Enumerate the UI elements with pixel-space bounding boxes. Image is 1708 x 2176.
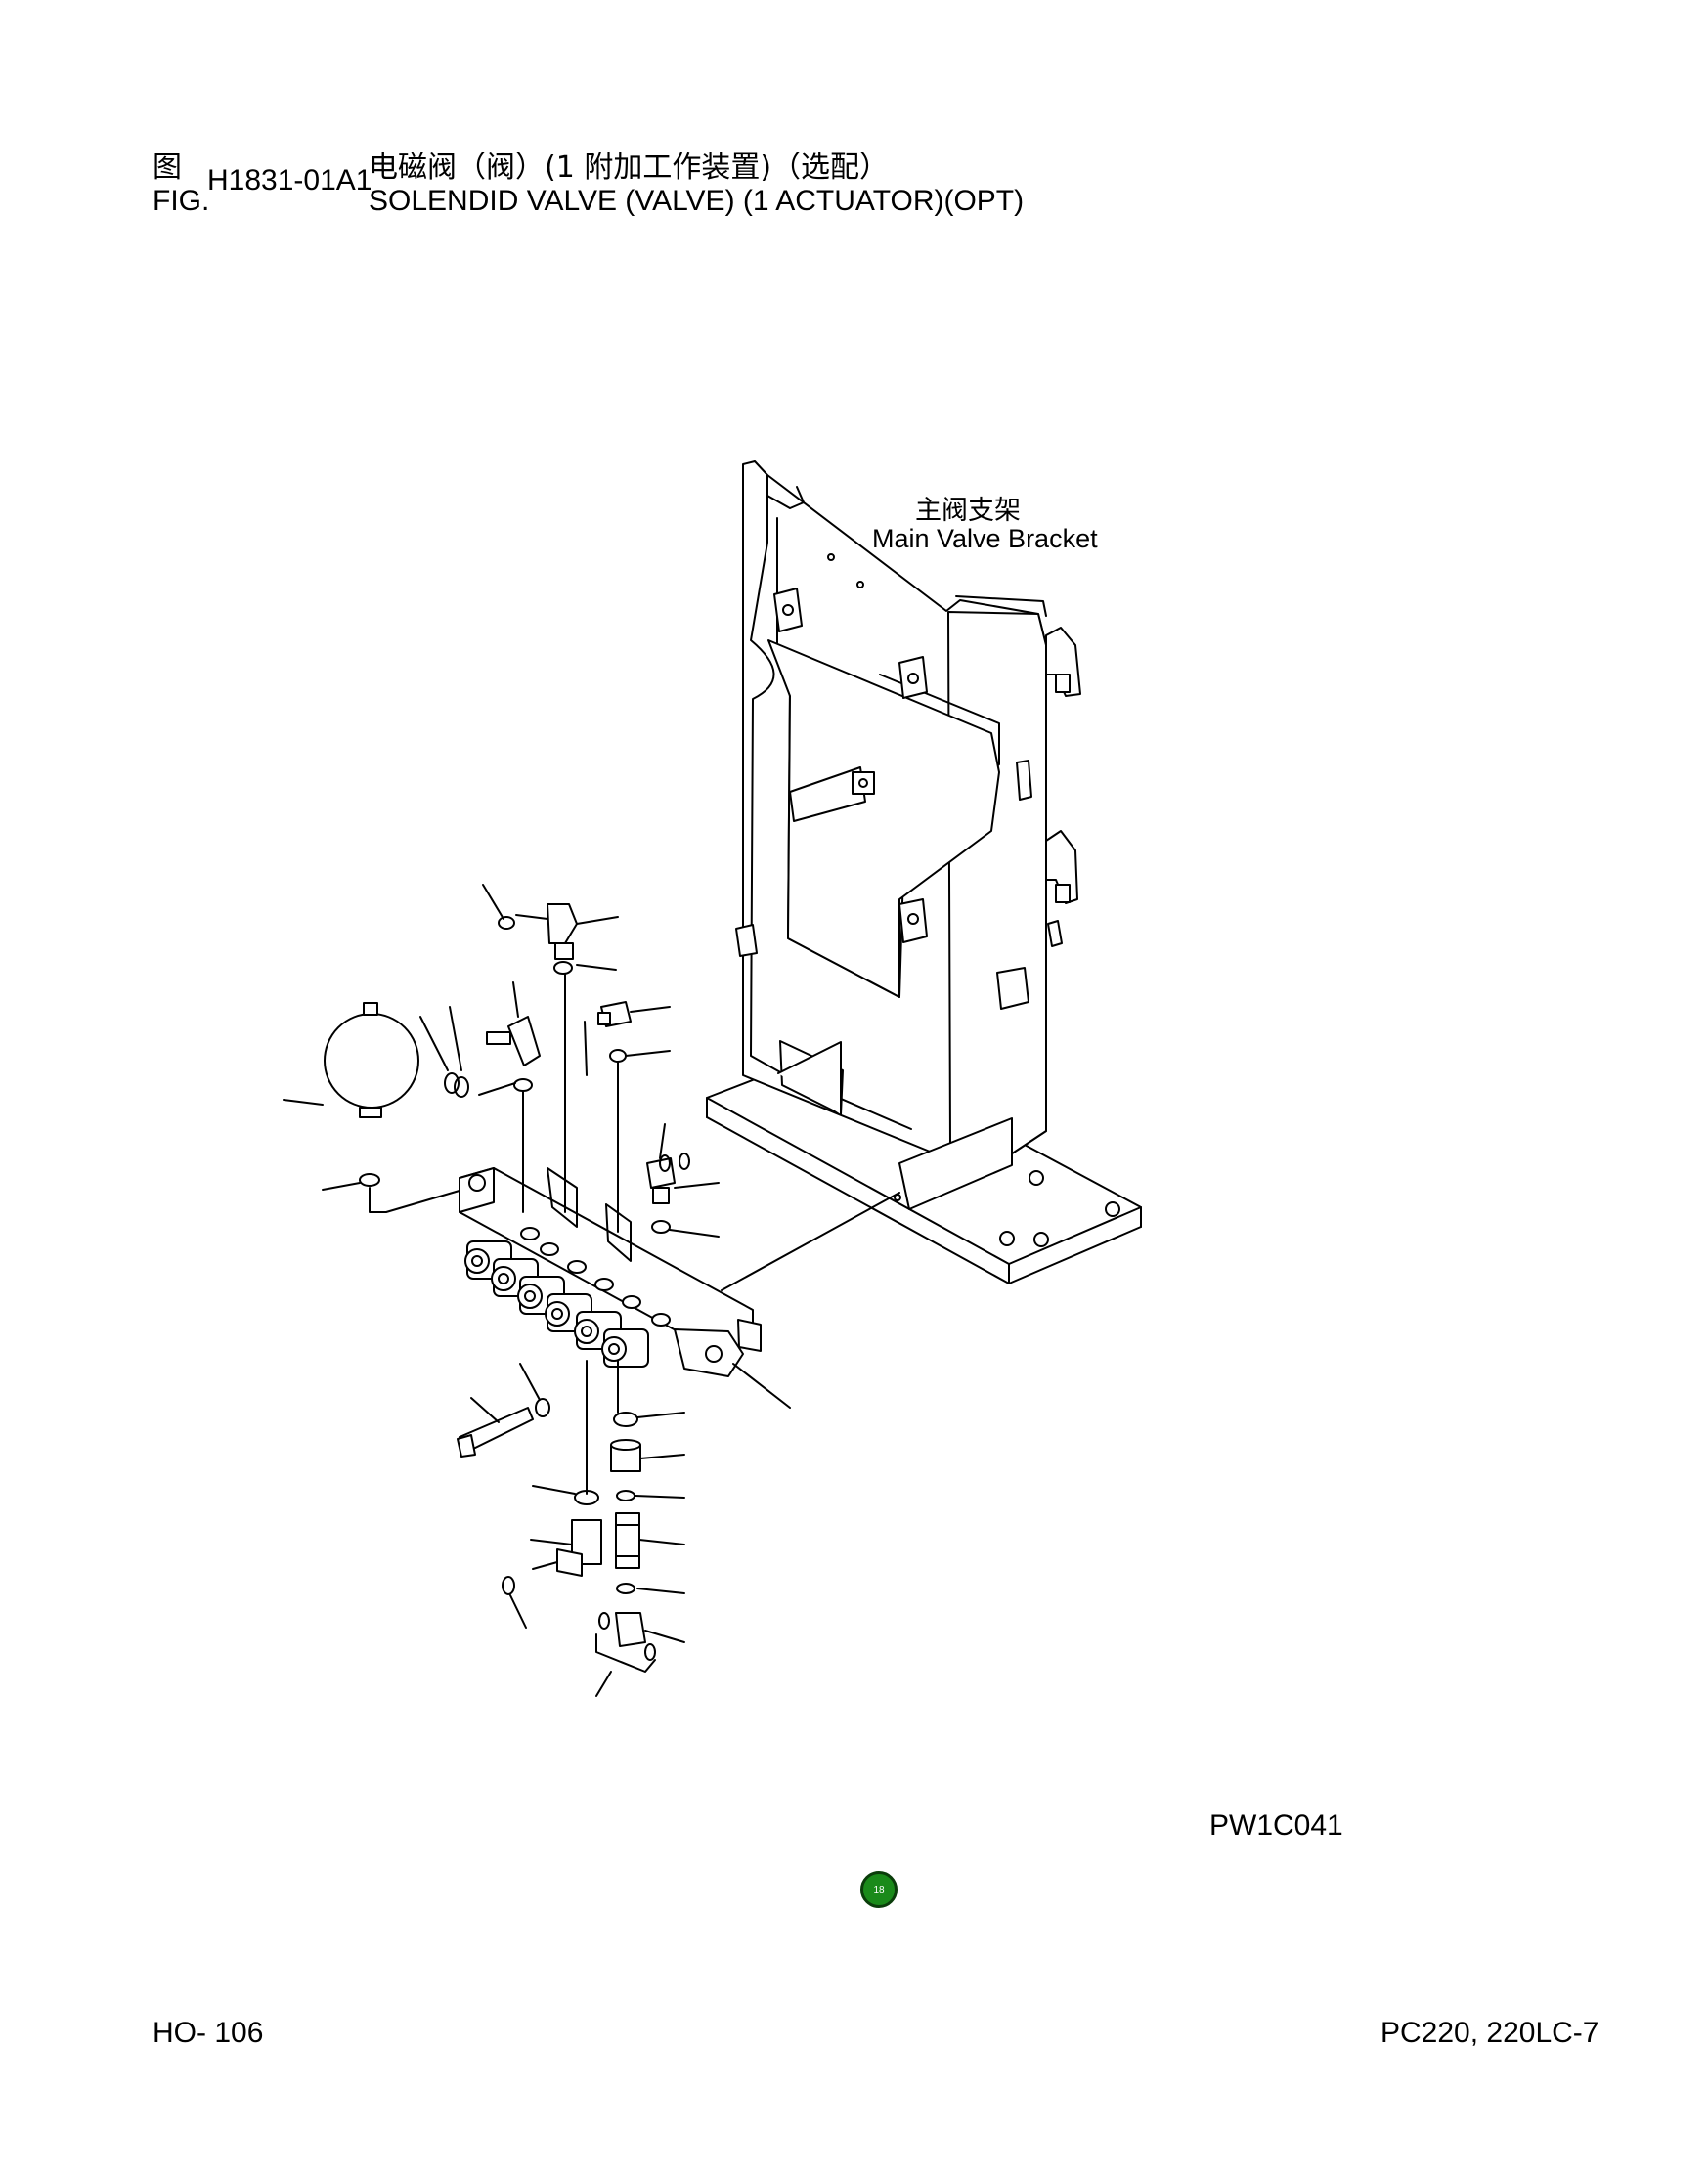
lower-fittings [457, 1360, 685, 1697]
accumulator [283, 1002, 470, 1213]
main-valve-bracket [706, 460, 1142, 1291]
drawing-code: PW1C041 [1209, 1809, 1343, 1842]
solenoid-valve-manifold [459, 1167, 791, 1409]
page-marker-badge[interactable]: 18 [860, 1871, 898, 1908]
page-number: HO- 106 [153, 2017, 264, 2049]
title-cn: 电磁阀（阀）(1 附加工作装置)（选配） [369, 151, 890, 185]
coil-6 [601, 1313, 671, 1368]
fig-label-en: FIG. [153, 185, 210, 217]
title-en: SOLENDID VALVE (VALVE) (1 ACTUATOR)(OPT) [369, 185, 1025, 217]
machine-model: PC220, 220LC-7 [1380, 2017, 1599, 2049]
figure-number: H1831-01A1 [207, 164, 372, 196]
coil-1 [464, 1227, 540, 1280]
fig-label-cn: 图 [153, 151, 182, 185]
upper-fittings [419, 884, 720, 1238]
bracket-label-en: Main Valve Bracket [872, 524, 1098, 553]
bracket-label-cn: 主阀支架 [915, 496, 1021, 526]
